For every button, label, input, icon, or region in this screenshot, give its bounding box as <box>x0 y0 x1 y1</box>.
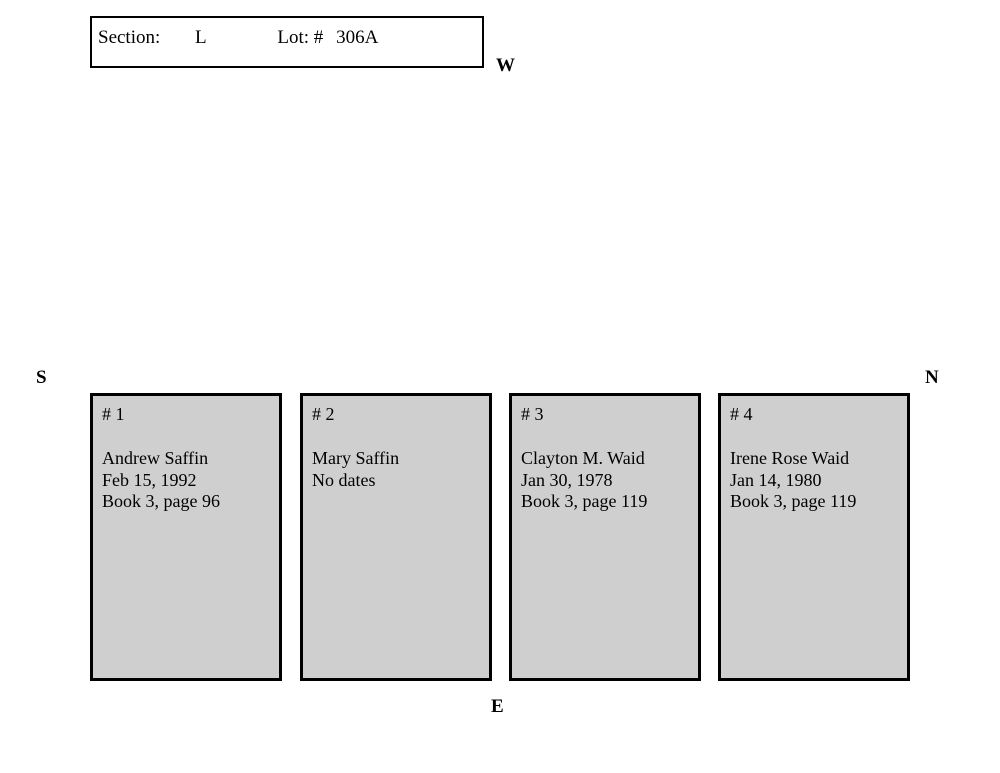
plot-details: Clayton M. Waid Jan 30, 1978 Book 3, pag… <box>521 448 694 513</box>
plot-name: Clayton M. Waid <box>521 448 645 468</box>
plot-number: # 4 <box>730 404 753 424</box>
plot-details: Andrew Saffin Feb 15, 1992 Book 3, page … <box>102 448 275 513</box>
lot-value: 306A <box>336 27 379 48</box>
plot-name: Mary Saffin <box>312 448 400 468</box>
plot-card[interactable]: # 1 Andrew Saffin Feb 15, 1992 Book 3, p… <box>90 393 282 681</box>
plot-date: Feb 15, 1992 <box>102 469 197 490</box>
plot-date: Jan 14, 1980 <box>730 469 822 490</box>
compass-west-label: W <box>496 55 515 76</box>
section-lot-row: Section: L Lot: # 306A <box>98 25 478 51</box>
compass-north-label: N <box>925 367 939 388</box>
plot-details: Irene Rose Waid Jan 14, 1980 Book 3, pag… <box>730 448 903 513</box>
section-lot-box: Section: L Lot: # 306A <box>90 16 484 68</box>
plot-number: # 3 <box>521 404 544 424</box>
section-label: Section: <box>98 27 161 48</box>
plot-reference: Book 3, page 96 <box>102 491 220 511</box>
plot-date: Jan 30, 1978 <box>521 469 613 490</box>
plot-reference: Book 3, page 119 <box>521 491 648 511</box>
plot-card[interactable]: # 3 Clayton M. Waid Jan 30, 1978 Book 3,… <box>509 393 701 681</box>
lot-label: Lot: # <box>277 27 324 48</box>
compass-south-label: S <box>36 367 47 388</box>
plot-number: # 1 <box>102 404 125 424</box>
plot-name: Irene Rose Waid <box>730 448 850 468</box>
plot-card[interactable]: # 4 Irene Rose Waid Jan 14, 1980 Book 3,… <box>718 393 910 681</box>
compass-east-label: E <box>491 696 504 717</box>
plot-number: # 2 <box>312 404 335 424</box>
plot-name: Andrew Saffin <box>102 448 209 468</box>
plot-card[interactable]: # 2 Mary Saffin No dates <box>300 393 492 681</box>
plot-details: Mary Saffin No dates <box>312 448 485 491</box>
plot-row: # 1 Andrew Saffin Feb 15, 1992 Book 3, p… <box>90 393 910 681</box>
plot-reference: Book 3, page 119 <box>730 491 857 511</box>
plot-date: No dates <box>312 469 376 490</box>
section-value: L <box>195 27 207 48</box>
